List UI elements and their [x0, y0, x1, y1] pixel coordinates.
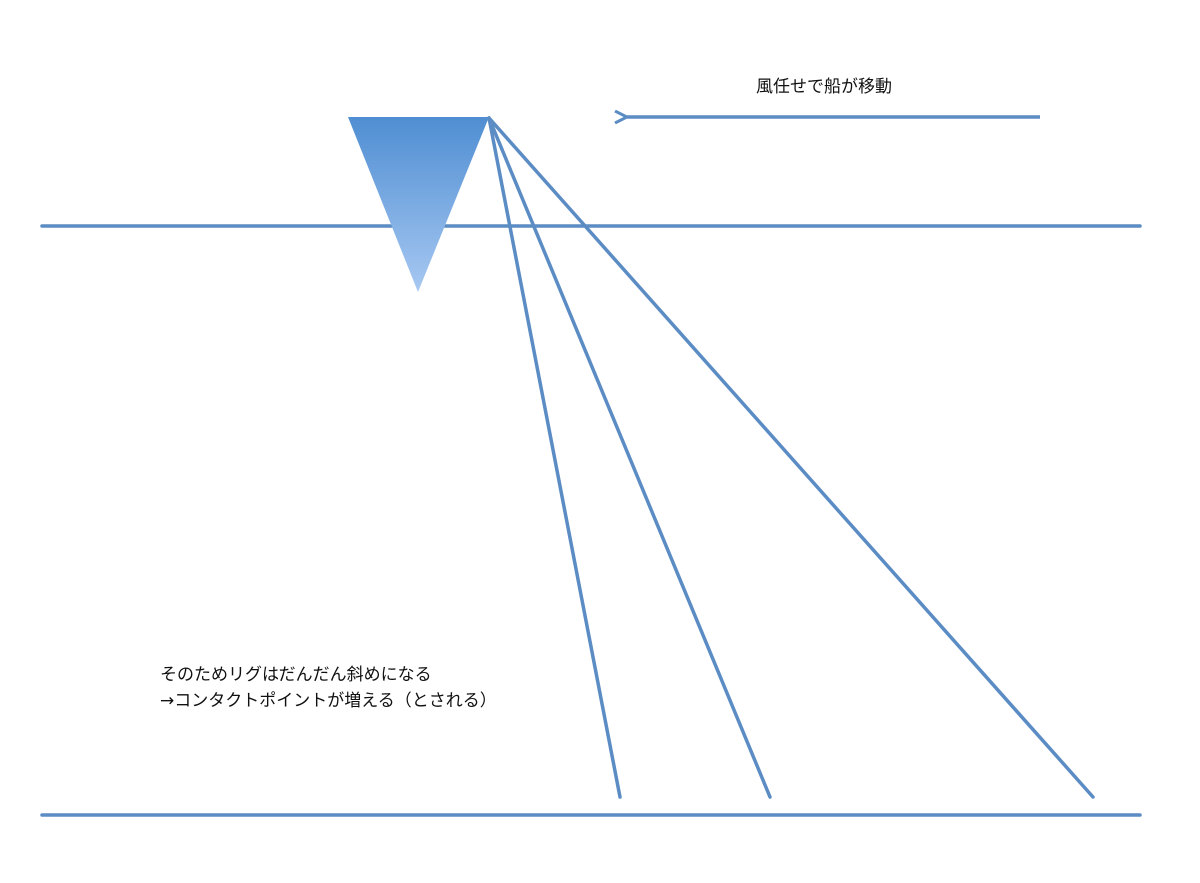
rig-line-2 [487, 116, 772, 799]
rig-line-1 [487, 116, 622, 799]
rig-line-3 [487, 116, 1095, 799]
boat-icon [348, 117, 489, 292]
note-text-line-2: →コンタクトポイントが増える（とされる） [160, 691, 497, 711]
note-text-line-1: そのためリグはだんだん斜めになる [160, 665, 432, 685]
drift-direction-label: 風任せで船が移動 [756, 77, 892, 97]
